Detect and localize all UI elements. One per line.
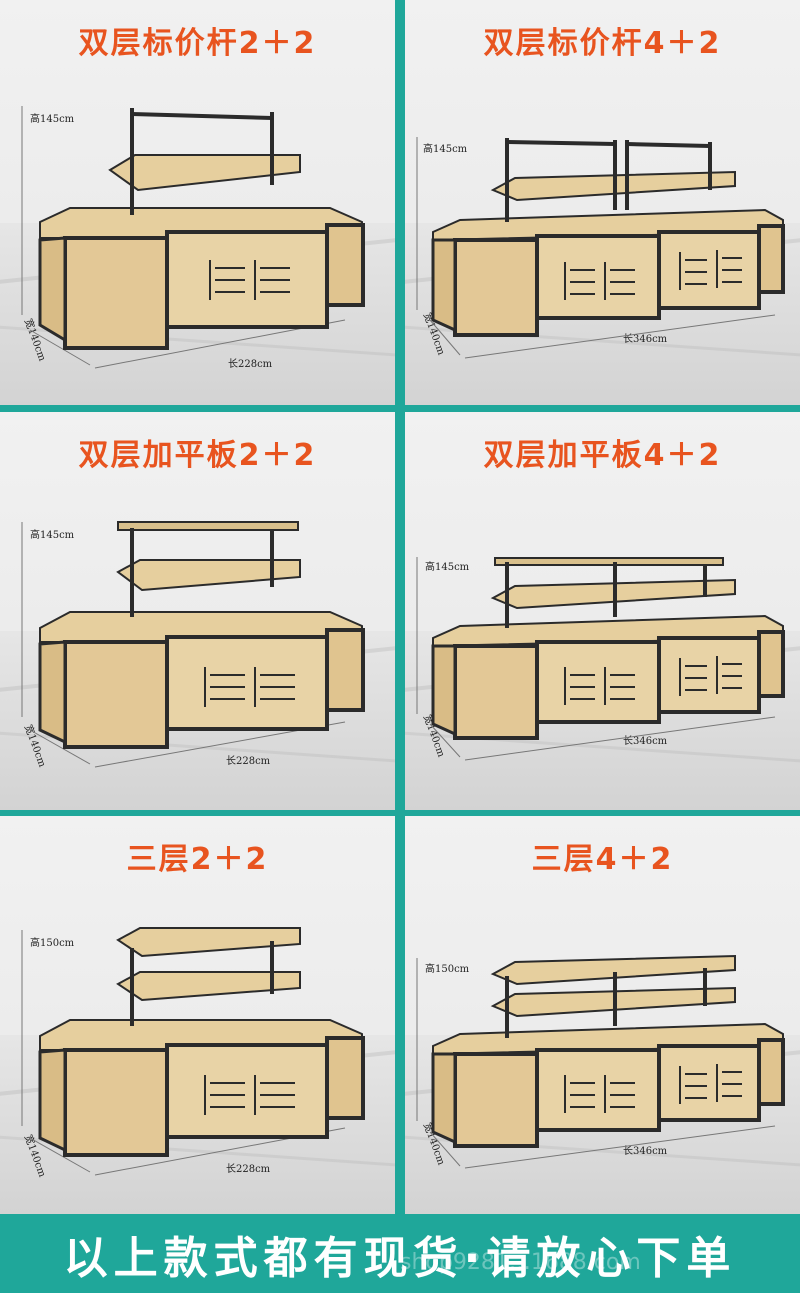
- height-label: 高150cm: [30, 938, 75, 949]
- footer-banner: 以上款式都有现货·请放心下单: [0, 1214, 800, 1293]
- panel-3: 双层加平板2＋2 高145cm 宽140cm 长228cm: [0, 412, 395, 810]
- display-stand-image: [21, 106, 365, 369]
- height-label: 高145cm: [425, 562, 470, 573]
- panel-title: 双层标价杆4＋2: [483, 26, 722, 61]
- panel-1: 双层标价杆2＋2 高145cm 宽140cm 长228cm: [0, 0, 395, 405]
- height-label: 高150cm: [425, 964, 470, 975]
- panel-4: 双层加平板4＋2 高145cm 宽140cm 长346cm: [405, 412, 800, 810]
- height-label: 高145cm: [30, 114, 75, 125]
- panel-title: 三层2＋2: [126, 842, 269, 877]
- watermark: shop9281…1688.com: [400, 1250, 641, 1275]
- panel-6: 三层4＋2 高150cm 宽140cm 长346cm: [405, 816, 800, 1214]
- display-stand-image: [416, 137, 785, 359]
- panel-5: 三层2＋2 高150cm 宽140cm 长228cm: [0, 816, 395, 1214]
- panel-title: 双层加平板2＋2: [78, 438, 317, 473]
- panel-title: 双层标价杆2＋2: [78, 26, 317, 61]
- display-stand-image: [21, 927, 365, 1176]
- height-label: 高145cm: [423, 144, 468, 155]
- product-grid: 双层标价杆2＋2 高145cm 宽140cm 长228cm: [0, 0, 800, 1214]
- display-stand-image: [21, 521, 365, 768]
- length-label: 长228cm: [228, 359, 273, 370]
- panel-title: 双层加平板4＋2: [483, 438, 722, 473]
- display-stand-image: [416, 557, 785, 761]
- length-label: 长228cm: [226, 1164, 271, 1175]
- height-label: 高145cm: [30, 530, 75, 541]
- display-stand-image: [416, 954, 785, 1169]
- length-label: 长346cm: [623, 736, 668, 747]
- panel-title: 三层4＋2: [531, 842, 674, 877]
- length-label: 长346cm: [623, 334, 668, 345]
- length-label: 长228cm: [226, 756, 271, 767]
- length-label: 长346cm: [623, 1146, 668, 1157]
- footer-text: 以上款式都有现货·请放心下单: [63, 1232, 737, 1284]
- panel-2: 双层标价杆4＋2 高145cm 宽140cm 长346cm: [405, 0, 800, 405]
